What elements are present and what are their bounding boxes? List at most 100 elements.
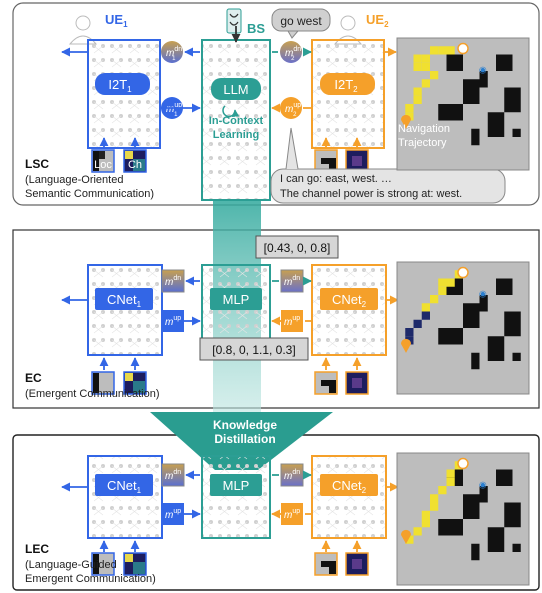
trajectory-cell [421,519,430,528]
lec-mlp-node [210,474,262,496]
llm-box [201,39,271,201]
icl-label-1: In-Context [209,115,264,127]
lec-m2-up-label: mup [284,508,300,521]
ue-user-marker [457,457,469,470]
trajectory-cell [430,502,439,511]
m2-dn-circle [280,41,302,63]
ec-mlp-node [210,288,262,310]
trajectory-cell [430,71,439,80]
trajectory-cell [430,494,439,503]
ec-ue1-loc-thumbnail [91,371,115,395]
trajectory-cell [446,469,455,478]
reply-line-2: The channel power is strong at: west. [280,188,462,200]
nav-label-1: Navigation [398,123,450,135]
ue1-label: UE1 [105,12,128,29]
lec-m1-dn-square [161,463,185,487]
obstacle [504,502,521,528]
bs-label: BS [247,21,265,36]
lec-ue2-ch-thumbnail [345,552,369,576]
obstacle [512,128,521,137]
ec-m1-dn-square [161,269,185,293]
trajectory-cell [438,46,447,55]
icl-loop-icon [222,105,240,118]
m1-dn-circle [161,41,183,63]
lec-abbr: LEC [25,542,49,556]
lsc-abbr: LSC [25,157,49,171]
ec-arrows [61,276,399,370]
lec-cnet2-box [311,455,387,539]
obstacle [496,278,513,295]
lec-ue1-ch-thumbnail [123,552,147,576]
lec-m1-up-square [162,503,184,525]
lec-arrows [61,470,399,552]
ue-user-marker [457,42,469,55]
ec-cnet1-node [95,288,153,310]
obstacle [504,311,521,337]
lec-mlp-label: MLP [223,478,250,493]
nav-label-2: Trajectory [398,137,447,149]
go-west-text: go west [280,14,322,28]
up-vector-box [199,337,309,361]
obstacle [438,104,463,121]
obstacle [438,519,463,536]
lec-cnet1-label: CNet1 [107,478,142,495]
ec-cnet2-node [320,288,378,310]
obstacle [463,79,480,104]
bs-antenna-icon [226,8,242,34]
dn-vector-box [255,235,339,259]
lec-ue1-loc-thumbnail [91,552,115,576]
ue1-loc-thumbnail [91,149,115,173]
trajectory-cell [421,311,430,320]
obstacle [487,336,505,361]
trajectory-cell [413,62,422,71]
location-pin-icon [401,338,411,353]
reply-line-1: I can go: east, west. … [280,173,392,185]
lec-m2-dn-label: mdn [284,469,300,482]
ec-cnet2-label: CNet2 [332,292,367,309]
bs-marker-icon: ◉ [479,64,487,74]
trajectory-cell [421,79,430,88]
lsc-arrows [61,26,397,148]
trajectory-cell [413,95,422,104]
obstacle [471,543,480,561]
ec-ue2-loc-thumbnail [314,371,338,395]
ec-m2-dn-label: mdn [284,275,300,288]
obstacle [479,71,488,88]
obstacle [487,527,505,552]
distill-label-1: Knowledge [213,418,277,432]
lsc-desc-1: (Language-Oriented [25,174,123,186]
i2t2-node [320,73,375,95]
trajectory-cell [421,303,430,312]
ec-m1-up-label: mup [165,315,181,328]
obstacle [463,303,480,328]
ec-m2-up-label: mup [284,315,300,328]
lsc-map: ◉ [396,37,530,171]
lec-m1-up-label: mup [165,508,181,521]
obstacle [496,54,513,71]
lsc-desc-2: Semantic Communication) [25,188,154,200]
ec-cnet1-label: CNet1 [107,292,142,309]
trajectory-cell [438,486,447,495]
trajectory-cell [421,54,430,63]
icl-label-2: Learning [213,129,259,141]
lec-map: ◉ [396,452,530,586]
obstacle [446,54,463,71]
i2t1-label: I2T1 [108,77,132,94]
ec-desc-1: (Emergent Communication) [25,388,160,400]
ec-m1-up-square [162,310,184,332]
up-vector-text: [0.8, 0, 1.1, 0.3] [212,343,295,357]
reply-bubble [270,127,506,204]
llm-label: LLM [223,82,248,97]
lec-desc-1: (Language-Guided [25,559,117,571]
ue2-ch-thumbnail [345,149,369,173]
ec-abbr: EC [25,371,42,385]
obstacle [479,486,488,503]
ue1-ch-thumbnail [123,149,147,173]
trajectory-cell [446,477,455,486]
go-west-bubble [271,8,331,39]
